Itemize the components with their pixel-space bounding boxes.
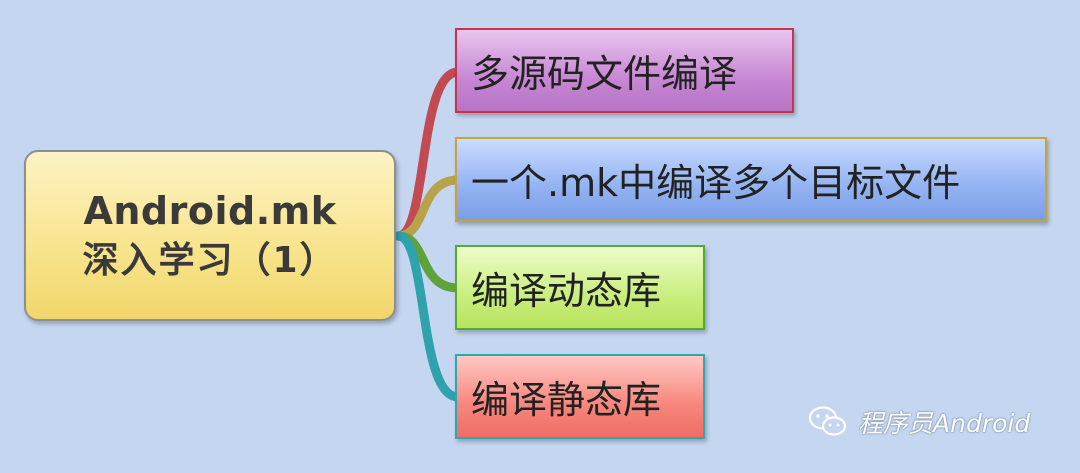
subtopic-label-4: 编译静态库 [471,378,662,422]
subtopic-node-3[interactable]: 编译动态库 [455,245,705,330]
subtopic-label-3: 编译动态库 [471,269,662,313]
subtopic-node-4[interactable]: 编译静态库 [455,354,705,439]
subtopic-label-1: 多源码文件编译 [471,52,738,96]
root-topic-line1: Android.mk [83,188,337,233]
subtopic-node-2[interactable]: 一个.mk中编译多个目标文件 [455,137,1047,222]
watermark: 程序员Android [808,404,1030,440]
subtopic-label-2: 一个.mk中编译多个目标文件 [471,161,961,205]
root-topic[interactable]: Android.mk 深入学习（1） [24,150,396,321]
branch-to-node-1 [393,67,463,241]
root-topic-line2: 深入学习（1） [82,239,338,281]
branch-to-node-4 [393,231,463,402]
watermark-text: 程序员Android [858,409,1031,438]
subtopic-node-1[interactable]: 多源码文件编译 [455,28,794,113]
wechat-icon [808,406,847,436]
